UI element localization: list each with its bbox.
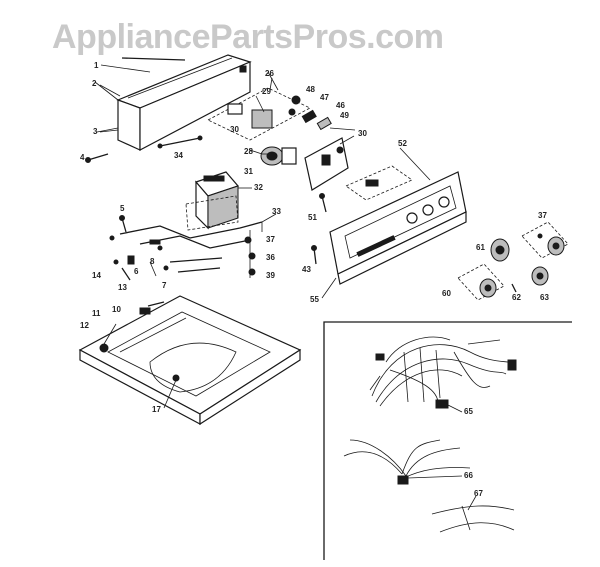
callout-11: 11 — [92, 309, 101, 318]
callout-13: 13 — [118, 283, 127, 292]
callout-37-right: 37 — [538, 211, 547, 220]
callout-33: 33 — [272, 207, 281, 216]
hardware-part-37 — [244, 230, 256, 278]
callout-63: 63 — [540, 293, 549, 302]
callout-46: 46 — [336, 101, 345, 110]
callout-52: 52 — [398, 139, 407, 148]
callout-67: 67 — [474, 489, 483, 498]
rod-part-34 — [157, 135, 203, 149]
small-hardware — [109, 215, 169, 281]
callout-28: 28 — [244, 147, 253, 156]
callout-2: 2 — [92, 79, 97, 88]
callout-30-upper: 30 — [230, 125, 239, 134]
callout-61: 61 — [476, 243, 485, 252]
callout-8: 8 — [150, 257, 155, 266]
callout-5: 5 — [120, 204, 125, 213]
callout-30-right: 30 — [358, 129, 367, 138]
callout-49: 49 — [340, 111, 349, 120]
callout-10: 10 — [112, 305, 121, 314]
console-top-part — [94, 54, 252, 151]
callout-55: 55 — [310, 295, 319, 304]
callout-66: 66 — [464, 471, 473, 480]
console-panel-part-52 — [329, 165, 467, 285]
motor-part-31 — [249, 146, 297, 166]
frame-part-33 — [119, 221, 263, 273]
callout-51: 51 — [308, 213, 317, 222]
knob-group — [457, 221, 569, 301]
callout-31: 31 — [244, 167, 253, 176]
callout-37-left: 37 — [266, 235, 275, 244]
callout-32: 32 — [254, 183, 263, 192]
callout-26: 26 — [265, 69, 274, 78]
callout-4: 4 — [80, 153, 85, 162]
callout-36: 36 — [266, 253, 275, 262]
watermark-text: AppliancePartsPros.com — [52, 18, 444, 56]
callout-65: 65 — [464, 407, 473, 416]
callout-60: 60 — [442, 289, 451, 298]
callout-43: 43 — [302, 265, 311, 274]
callout-48: 48 — [306, 85, 315, 94]
callout-47: 47 — [320, 93, 329, 102]
screw-part-51 — [319, 193, 327, 213]
callout-17: 17 — [152, 405, 161, 414]
top-frame-part-17 — [78, 295, 302, 426]
callout-1: 1 — [94, 61, 99, 70]
callout-14: 14 — [92, 271, 101, 280]
callout-62: 62 — [512, 293, 521, 302]
callout-6: 6 — [134, 267, 139, 276]
wiring-inset — [323, 321, 572, 560]
callout-7: 7 — [162, 281, 167, 290]
callout-34: 34 — [174, 151, 183, 160]
callout-3: 3 — [93, 127, 98, 136]
switch-plate-part-30 — [304, 127, 356, 191]
screw-part-4 — [85, 153, 109, 163]
screw-part-43 — [311, 245, 317, 265]
leader-lines — [99, 64, 477, 511]
callout-12: 12 — [80, 321, 89, 330]
timer-assembly — [207, 71, 332, 141]
callout-39: 39 — [266, 271, 275, 280]
bracket-part-32 — [185, 171, 240, 231]
callout-29: 29 — [262, 87, 271, 96]
